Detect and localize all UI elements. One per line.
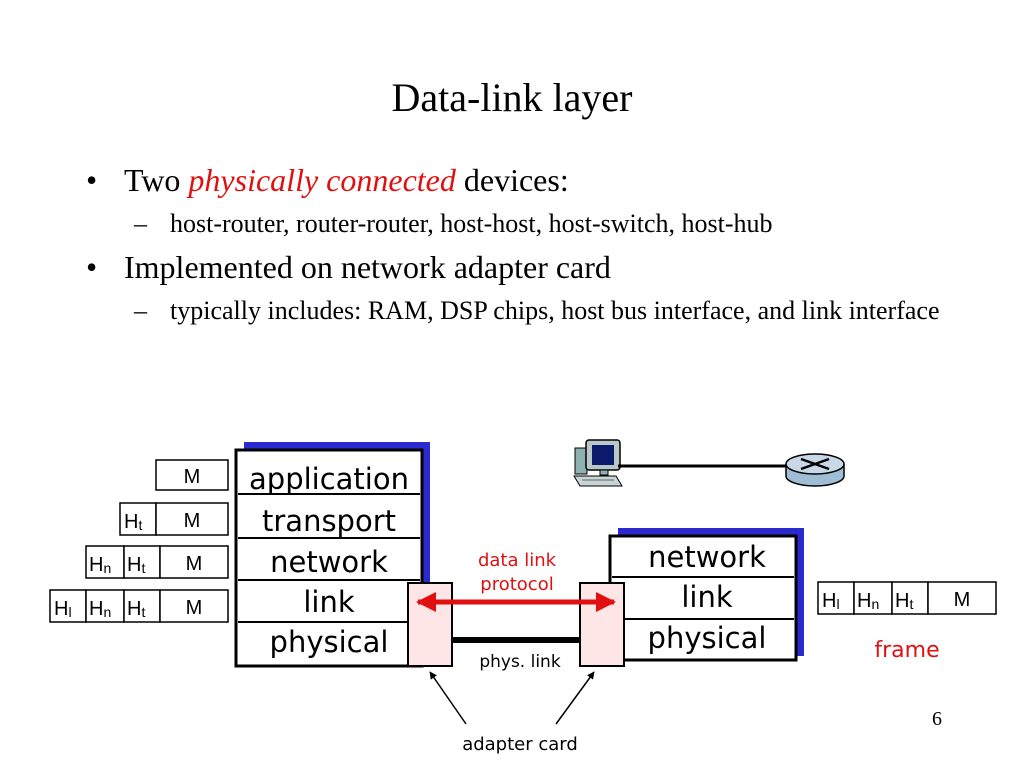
slide-number: 6 bbox=[932, 708, 942, 730]
bullet-dot: • bbox=[86, 162, 98, 198]
layer-application: application bbox=[249, 462, 409, 496]
router-icon bbox=[785, 453, 845, 487]
router-layer-network: network bbox=[648, 540, 766, 574]
message-box bbox=[155, 502, 229, 536]
bullet-list: • Two physically connected devices: – ho… bbox=[86, 160, 966, 334]
message-label: M bbox=[186, 553, 203, 575]
sub-bullet-dash: – bbox=[134, 209, 147, 238]
sub-bullet-dash: – bbox=[134, 296, 147, 325]
network-header-label: Hn bbox=[89, 554, 111, 576]
link-header-label: Hl bbox=[822, 590, 840, 612]
network-header-label: Hn bbox=[89, 598, 111, 620]
message-box bbox=[155, 459, 229, 491]
bullet-text: Implemented on network adapter card bbox=[124, 249, 611, 285]
transport-header-label: Ht bbox=[127, 554, 145, 576]
message-label: M bbox=[184, 510, 201, 532]
sub-bullet-item: – host-router, router-router, host-host,… bbox=[86, 208, 966, 239]
transport-header-box bbox=[891, 581, 929, 615]
frame-label: frame bbox=[874, 638, 939, 663]
computer-icon bbox=[573, 439, 623, 487]
network-header-box bbox=[85, 545, 125, 579]
link-header-label: Hl bbox=[54, 598, 72, 620]
layer-network: network bbox=[270, 545, 388, 579]
message-label: M bbox=[184, 466, 201, 488]
adapter-card-label: adapter card bbox=[462, 734, 578, 755]
message-box bbox=[159, 545, 229, 579]
adapter-pointer-left bbox=[429, 671, 467, 725]
protocol-label-line1: data link bbox=[478, 550, 557, 571]
message-label: M bbox=[186, 597, 203, 619]
protocol-label-line2: protocol bbox=[480, 574, 553, 595]
layer-transport: transport bbox=[262, 504, 396, 538]
transport-header-label: Ht bbox=[127, 598, 145, 620]
page-title: Data-link layer bbox=[391, 75, 633, 120]
phys-link-label: phys. link bbox=[479, 652, 561, 672]
router-layer-physical: physical bbox=[648, 621, 767, 655]
router-adapter-card bbox=[579, 582, 625, 667]
bullet-emphasis: physically connected bbox=[188, 162, 456, 198]
router-layer-link: link bbox=[681, 580, 732, 614]
sub-bullet-text: typically includes: RAM, DSP chips, host… bbox=[170, 296, 940, 325]
router-protocol-stack: network link physical bbox=[608, 528, 804, 662]
bullet-text-after: devices: bbox=[455, 162, 569, 198]
bullet-item: • Two physically connected devices: bbox=[86, 160, 966, 200]
bullet-item: • Implemented on network adapter card bbox=[86, 247, 966, 287]
sub-bullet-item: – typically includes: RAM, DSP chips, ho… bbox=[86, 295, 966, 326]
encapsulation-messages: M Ht M Hn Ht M Hl Hn Ht M bbox=[49, 459, 229, 623]
network-header-label: Hn bbox=[857, 590, 879, 612]
message-box bbox=[159, 589, 229, 623]
bullet-text: Two bbox=[124, 162, 189, 198]
message-box bbox=[927, 581, 997, 615]
bullet-dot: • bbox=[86, 249, 98, 285]
transport-header-box bbox=[123, 545, 161, 579]
layer-physical: physical bbox=[270, 625, 389, 659]
host-adapter-card bbox=[407, 582, 453, 667]
sub-bullet-text: host-router, router-router, host-host, h… bbox=[170, 209, 773, 238]
layer-link: link bbox=[303, 585, 354, 619]
message-label: M bbox=[954, 589, 971, 611]
transport-header-label: Ht bbox=[124, 511, 142, 533]
link-header-box bbox=[49, 589, 87, 623]
adapter-pointer-right bbox=[555, 671, 595, 725]
transport-header-label: Ht bbox=[895, 590, 913, 612]
frame-box: Hl Hn Ht M bbox=[817, 581, 997, 615]
transport-header-box bbox=[119, 502, 157, 536]
host-protocol-stack: application transport network link physi… bbox=[234, 442, 430, 668]
